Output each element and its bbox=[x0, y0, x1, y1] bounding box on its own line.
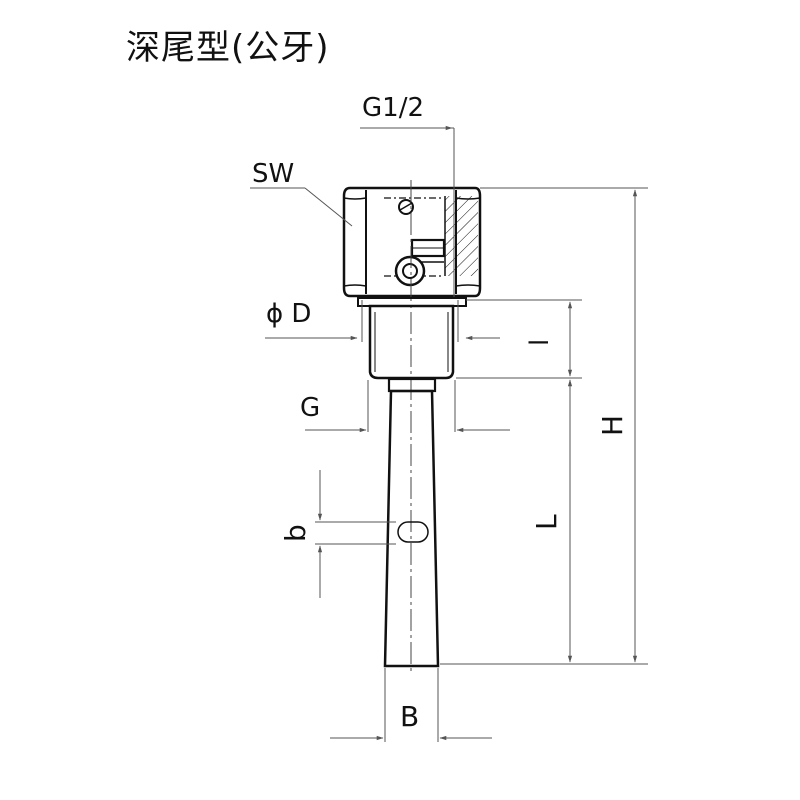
tapered-stem bbox=[383, 389, 440, 668]
label-g: G bbox=[300, 393, 320, 423]
page-title: 深尾型(公牙) bbox=[126, 28, 330, 68]
label-phi-d: ϕ D bbox=[266, 299, 311, 329]
neck bbox=[387, 377, 437, 393]
label-l-big: L bbox=[530, 514, 563, 530]
label-l-small: l bbox=[525, 339, 555, 346]
nut-internal-details bbox=[384, 128, 455, 298]
stem-slot bbox=[397, 521, 429, 543]
label-b-big: B bbox=[400, 700, 419, 733]
threaded-shank bbox=[357, 297, 467, 380]
label-h: H bbox=[596, 415, 629, 436]
nut-section-hatch bbox=[444, 196, 478, 276]
label-sw: SW bbox=[252, 159, 294, 189]
label-g12: G1/2 bbox=[362, 93, 424, 123]
dimension-lines bbox=[250, 125, 648, 742]
label-b-small: b bbox=[279, 524, 312, 542]
